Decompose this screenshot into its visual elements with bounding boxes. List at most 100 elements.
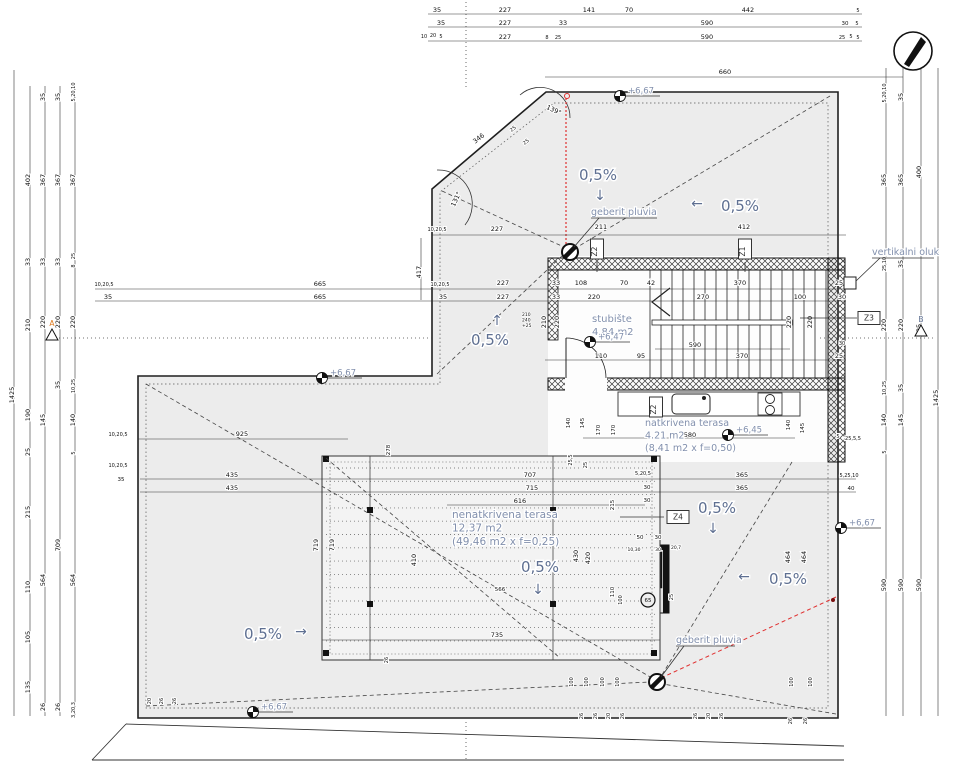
level-marker-quadrant <box>322 372 328 378</box>
dimension-text: 616 <box>514 497 526 505</box>
dimension-text: 100 <box>808 677 814 687</box>
dimension-text: 709 <box>54 539 62 551</box>
dimension-text: 5 <box>856 35 859 41</box>
dimension-text: 10,20,5 <box>108 463 127 469</box>
dimension-text: 412 <box>738 223 750 231</box>
dimension-text: 220 <box>785 316 793 328</box>
zone-tag-box <box>649 396 663 418</box>
dimension-text: 40 <box>848 486 855 492</box>
dimension-text: 580 <box>684 431 696 439</box>
stair-direction-arrow <box>651 287 671 317</box>
dimension-text: 1425 <box>932 390 940 407</box>
dimension-text: 370 <box>734 279 746 287</box>
dimension-text: 25 <box>555 35 561 41</box>
dimension-text: 35 <box>897 260 905 268</box>
benchmark-triangle <box>914 323 928 337</box>
terrace-post <box>323 456 329 462</box>
dimension-text: 30 <box>655 547 661 553</box>
dimension-text: 220 <box>39 316 47 328</box>
dimension-text: 35 <box>433 6 441 14</box>
dimension-text: 25,5,5 <box>845 436 861 442</box>
dimension-text: 5 <box>856 8 859 14</box>
area-label-natkrivena-terasa: natkrivena terasa <box>645 418 729 429</box>
dimension-text: 215 <box>610 499 616 510</box>
dimension-text: 10,20,5 <box>108 432 127 438</box>
dimension-text: 227 <box>499 33 511 41</box>
area-label-stubiste: 4.84 m2 <box>592 327 634 338</box>
dimension-text: 35 <box>897 384 905 392</box>
dimension-text: 3,20,3 <box>71 702 77 718</box>
dimension-text: 33 <box>552 293 560 301</box>
area-label-nenatkrivena-terasa: (49,46 m2 x f=0,25) <box>452 536 559 548</box>
dimension-text: 220 <box>54 316 62 328</box>
dimension-text: 33 <box>559 19 567 27</box>
dimension-text: 26 <box>620 713 626 719</box>
dimension-text: 20 <box>147 698 153 704</box>
dimension-text: 26 <box>159 698 165 704</box>
dimension-text: 42 <box>647 279 655 287</box>
dimension-text: 10,25 <box>882 381 888 395</box>
terrace-post <box>367 507 373 513</box>
dimension-text: 270 <box>697 293 709 301</box>
dimension-text: 26 <box>172 698 178 704</box>
dimension-text: 145 <box>39 414 47 426</box>
slope-label: 0,5% <box>769 570 807 588</box>
cooktop <box>757 392 783 416</box>
slope-arrow-↓: ↓ <box>532 582 544 598</box>
dimension-text: 220 <box>69 316 77 328</box>
dimension-text: 25 <box>835 352 843 360</box>
dimension-text: 140 <box>786 419 792 430</box>
level-marker-quadrant <box>590 336 596 342</box>
level-marker-quadrant <box>620 90 626 96</box>
dimension-text: 70 <box>625 6 633 14</box>
dimension-text: 33 <box>39 258 47 266</box>
dimension-text: 227 <box>491 225 503 233</box>
dimension-text: 590 <box>701 19 713 27</box>
dimension-text: 26 <box>788 718 794 724</box>
level-text: +6,67 <box>261 703 287 713</box>
dimension-text: 402 <box>24 174 32 186</box>
dimension-text: 10,25 <box>71 379 77 393</box>
dimension-text: 140 <box>880 414 888 426</box>
dimension-text: 110 <box>595 352 607 360</box>
dimension-text: 220 <box>880 319 888 331</box>
dimension-text: 100 <box>618 595 624 605</box>
dimension-text: 25 <box>24 448 32 456</box>
dimension-text: 135 <box>24 681 32 693</box>
level-text: +6,67 <box>330 369 356 379</box>
dimension-text: 220 <box>897 319 905 331</box>
dimension-text: 35 <box>437 19 445 27</box>
dimension-text: 227 <box>497 279 509 287</box>
dimension-text: 735 <box>491 631 503 639</box>
ground-lines <box>91 723 845 761</box>
dimension-text: 5 <box>882 450 888 453</box>
level-marker-quadrant <box>835 528 841 534</box>
vertical-gutter-box <box>843 276 857 290</box>
dimension-text: 20 <box>430 33 436 39</box>
dimension-text: 925 <box>236 430 248 438</box>
dimension-text: 170 <box>611 424 617 435</box>
dimension-text: 141 <box>583 6 595 14</box>
terrace-post <box>550 601 556 607</box>
benchmark-letter-A: A <box>49 319 55 328</box>
dimension-text: 8 <box>71 264 77 267</box>
dimension-text: 210 <box>24 319 32 331</box>
faucet <box>702 396 706 400</box>
level-marker: +6,67 <box>614 85 660 102</box>
dimension-text: 145 <box>897 414 905 426</box>
dimension-text: 719 <box>312 539 320 551</box>
dimension-text: 35 <box>897 93 905 101</box>
terrace-posts <box>323 456 657 656</box>
slope-arrow-→: → <box>295 624 307 640</box>
level-text: +6,45 <box>736 426 762 436</box>
dimension-text: 26 <box>719 713 725 719</box>
dimension-text: 26 <box>54 703 62 711</box>
dimension-text: 5,20,10 <box>71 82 77 101</box>
level-marker: +6,45 <box>722 424 768 441</box>
dimension-text: 566 <box>495 587 506 593</box>
dimension-text: 25,10 <box>882 257 888 271</box>
level-text: +6,67 <box>628 87 654 97</box>
terrace-post <box>367 601 373 607</box>
